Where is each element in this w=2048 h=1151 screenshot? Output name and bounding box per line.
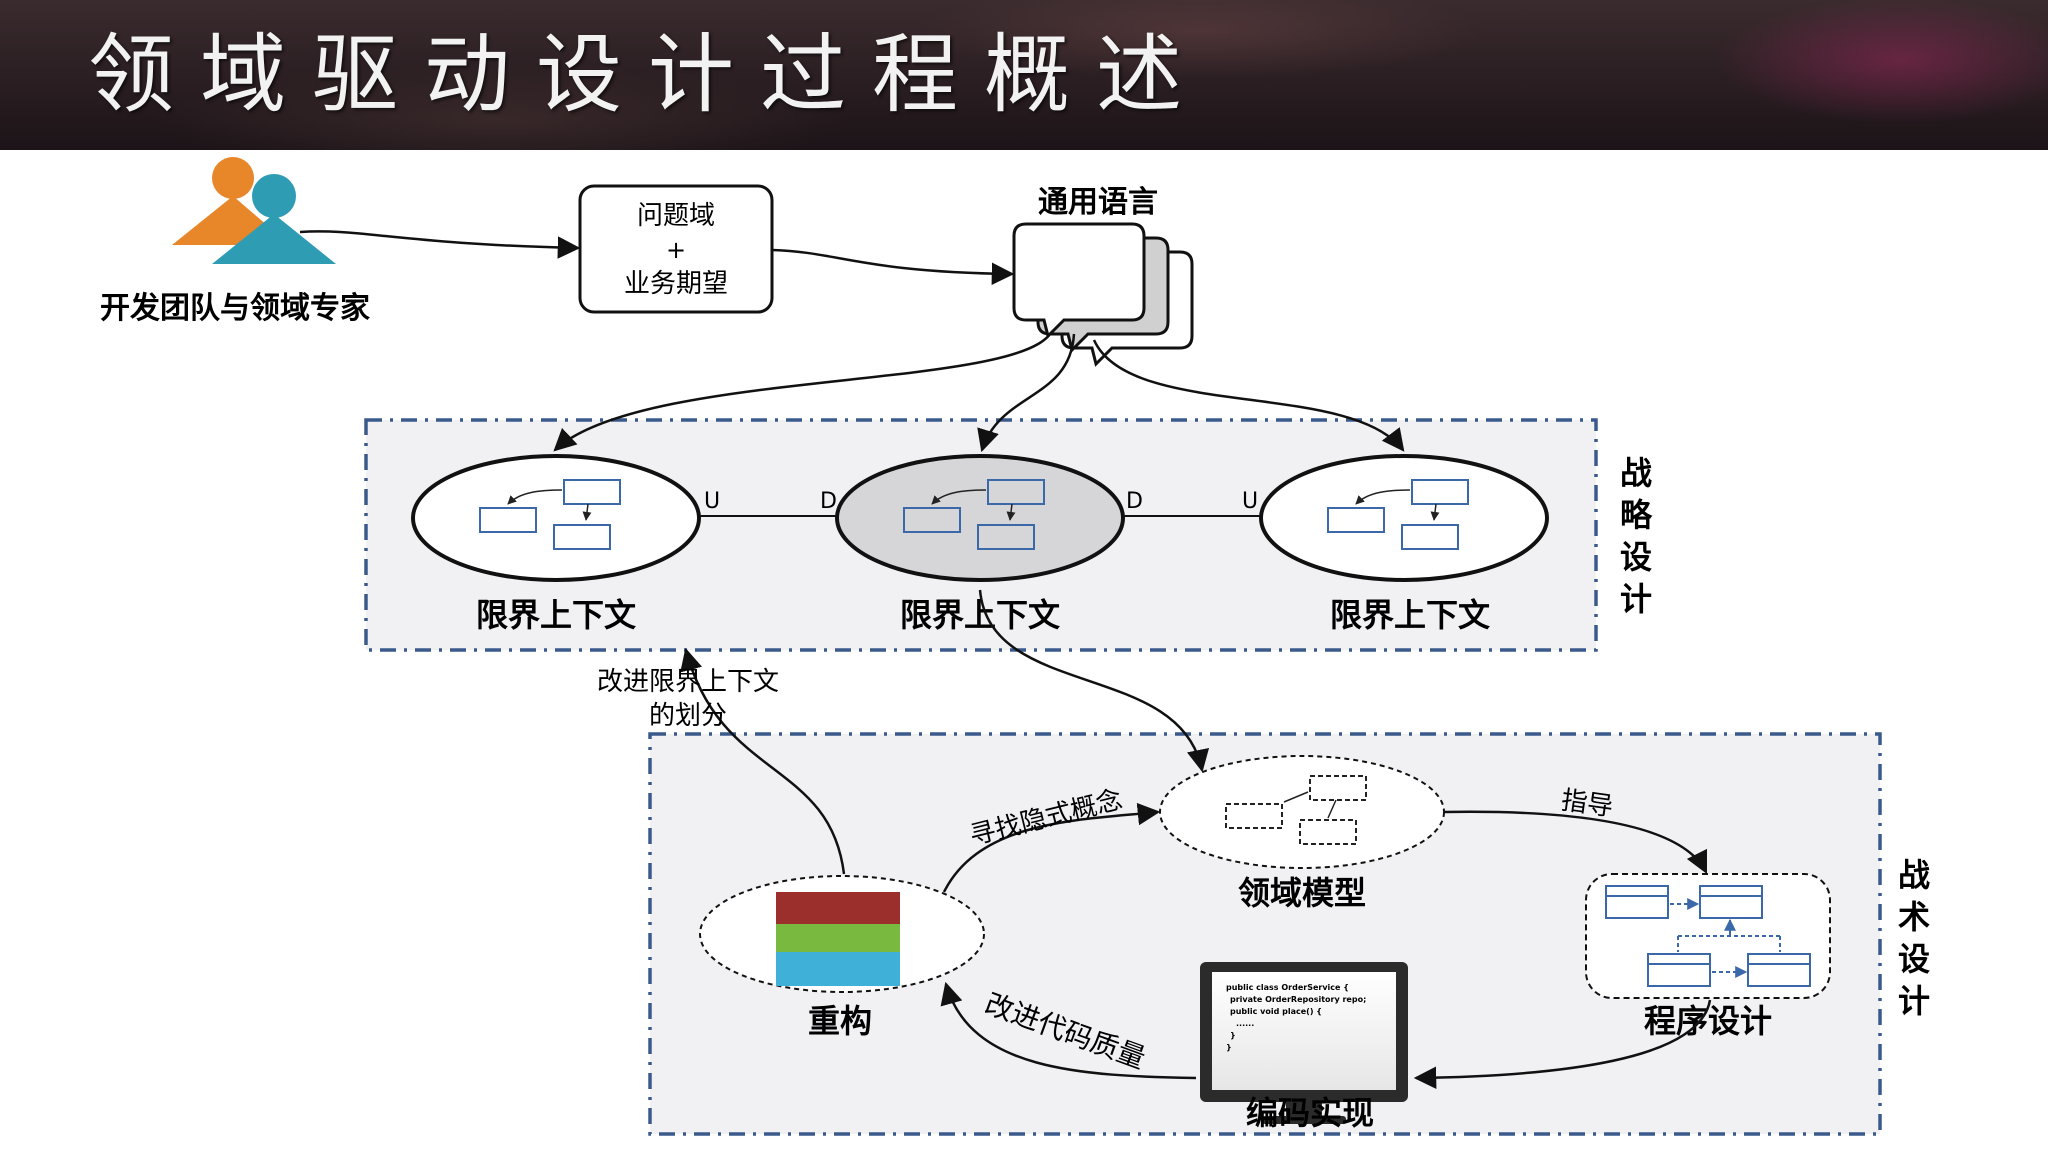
problem-box-line1: 问题域 bbox=[637, 201, 715, 231]
svg-text:设: 设 bbox=[1898, 940, 1930, 978]
svg-text:计: 计 bbox=[1620, 580, 1652, 618]
code-line-4: ...... bbox=[1236, 1019, 1254, 1028]
domain-model-label: 领域模型 bbox=[1238, 874, 1366, 912]
arrow-language-to-context-3 bbox=[1092, 339, 1405, 452]
ubiquitous-language-label: 通用语言 bbox=[1038, 185, 1158, 220]
arrow-problem-to-language bbox=[771, 248, 1015, 285]
code-line-6: } bbox=[1226, 1043, 1232, 1052]
arrow-context-to-domain-model bbox=[978, 589, 1210, 773]
domain-model-node bbox=[1159, 755, 1445, 869]
svg-text:计: 计 bbox=[1898, 982, 1930, 1020]
relation-d1: D bbox=[820, 489, 837, 514]
arrow-refactor-to-context bbox=[680, 647, 846, 875]
svg-text:战: 战 bbox=[1620, 454, 1652, 492]
problem-box-line2: + bbox=[666, 236, 686, 264]
arrow-language-to-context-1 bbox=[553, 333, 1052, 452]
arrow-team-to-problem bbox=[299, 230, 581, 259]
refactor-label: 重构 bbox=[808, 1002, 872, 1040]
tactical-design-side-label: 战 术 设 计 bbox=[1898, 856, 1930, 1020]
code-line-2: private OrderRepository repo; bbox=[1230, 995, 1366, 1004]
bounded-context-2 bbox=[835, 454, 1125, 582]
team-icon bbox=[172, 157, 336, 264]
coding-label: 编码实现 bbox=[1246, 1094, 1374, 1132]
code-line-1: public class OrderService { bbox=[1226, 983, 1349, 992]
bounded-context-1-label: 限界上下文 bbox=[476, 596, 636, 634]
strategic-design-side-label: 战 略 设 计 bbox=[1620, 454, 1653, 618]
svg-text:设: 设 bbox=[1620, 538, 1652, 576]
arrow-refactor-to-domain bbox=[942, 802, 1161, 893]
improve-division-label-line2: 的划分 bbox=[649, 701, 727, 731]
guide-label: 指导 bbox=[1559, 786, 1615, 823]
relation-u2: U bbox=[1242, 489, 1258, 514]
relation-d2: D bbox=[1126, 489, 1143, 514]
bounded-context-1 bbox=[411, 454, 701, 582]
arrow-coding-to-refactor bbox=[940, 981, 1197, 1080]
arrow-program-to-coding bbox=[1413, 999, 1712, 1089]
problem-box-line3: 业务期望 bbox=[624, 269, 728, 299]
refactor-node bbox=[699, 875, 985, 993]
bounded-context-3 bbox=[1259, 454, 1549, 582]
arrow-domain-to-program bbox=[1443, 810, 1708, 875]
team-label: 开发团队与领域专家 bbox=[100, 291, 370, 326]
code-line-5: } bbox=[1230, 1031, 1236, 1040]
svg-text:术: 术 bbox=[1898, 898, 1930, 936]
problem-domain-box: 问题域 + 业务期望 bbox=[578, 184, 774, 314]
page-title: 领域驱动设计过程概述 bbox=[88, 25, 1208, 125]
monitor-icon: public class OrderService { private Orde… bbox=[1200, 962, 1408, 1124]
bounded-context-3-label: 限界上下文 bbox=[1330, 596, 1490, 634]
svg-text:战: 战 bbox=[1898, 856, 1930, 894]
title-banner: 领域驱动设计过程概述 bbox=[0, 0, 2048, 150]
arrow-language-to-context-2 bbox=[977, 333, 1076, 453]
relation-u1: U bbox=[704, 489, 720, 514]
svg-text:略: 略 bbox=[1620, 496, 1653, 534]
code-line-3: public void place() { bbox=[1230, 1007, 1322, 1016]
improve-division-label-line1: 改进限界上下文 bbox=[597, 667, 779, 697]
bounded-context-2-label: 限界上下文 bbox=[900, 596, 1060, 634]
program-design-node bbox=[1585, 873, 1831, 999]
